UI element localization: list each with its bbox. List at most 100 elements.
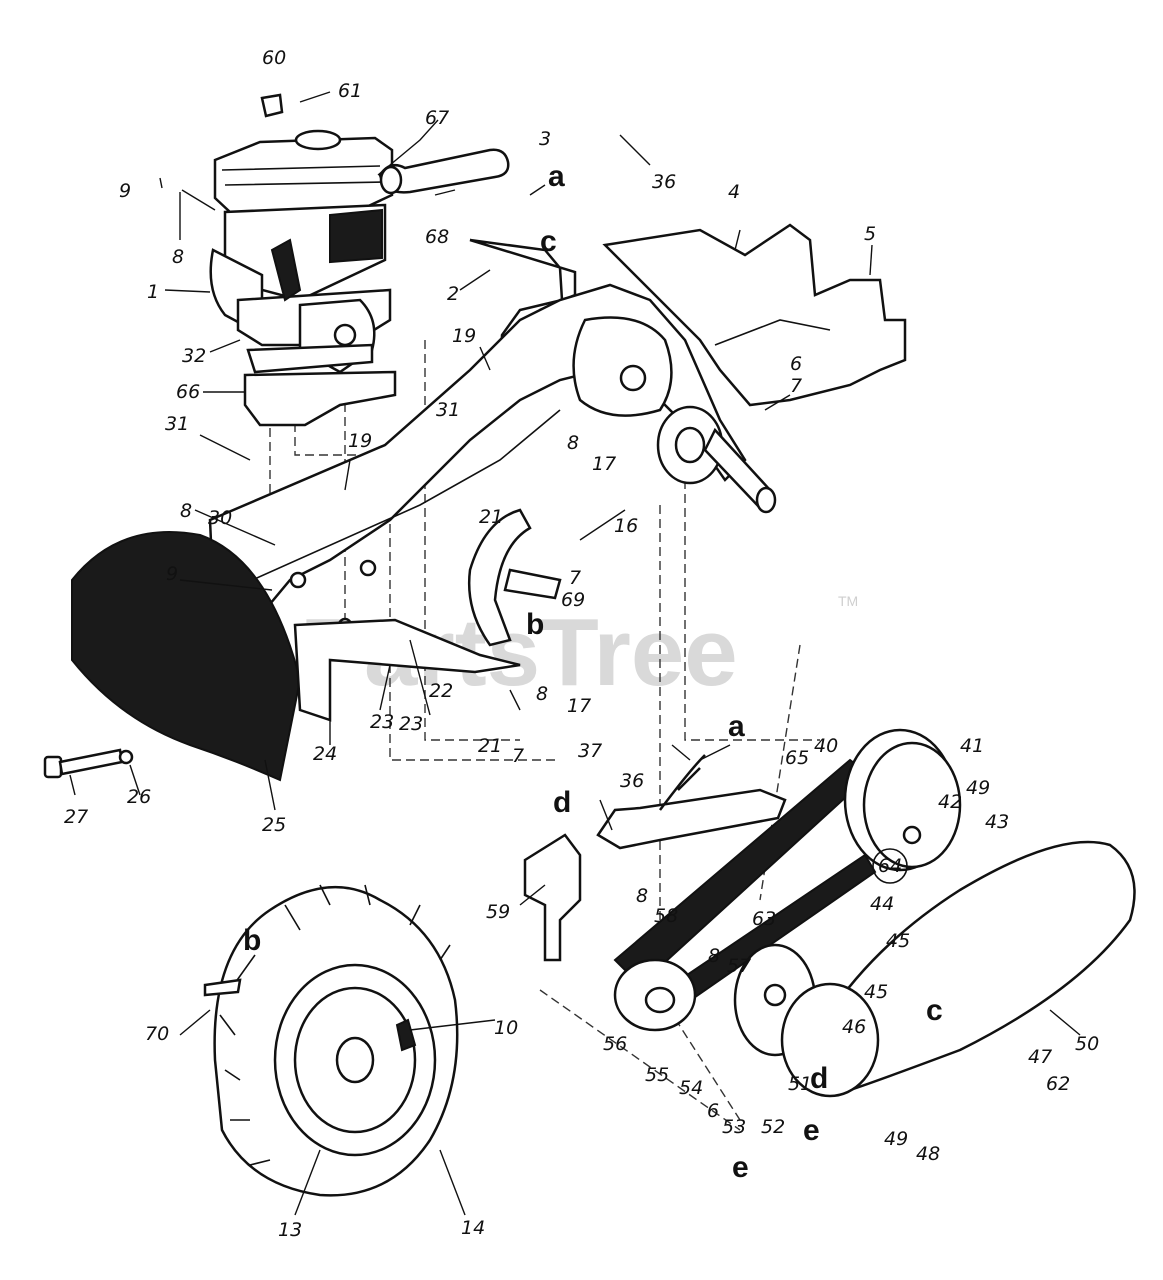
callout-a-top: a <box>548 160 565 193</box>
belt-cover <box>798 840 1136 1092</box>
callout-c-low: c <box>926 994 943 1027</box>
callout-1: 1 <box>147 281 159 303</box>
callout-42: 42 <box>938 791 962 813</box>
gas-cap <box>260 93 284 118</box>
callout-8-left: 8 <box>180 500 192 522</box>
callout-d-low: d <box>810 1062 828 1095</box>
callout-6-low: 6 <box>707 1100 719 1122</box>
callout-63: 63 <box>752 908 776 930</box>
callout-65: 65 <box>785 747 809 769</box>
callout-27: 27 <box>64 806 88 828</box>
callout-64: 64 <box>878 855 902 877</box>
callout-48: 48 <box>916 1143 940 1165</box>
callout-59: 59 <box>486 901 510 923</box>
bolt-27 <box>43 748 134 779</box>
callout-55: 55 <box>645 1064 669 1086</box>
callout-62: 62 <box>1046 1073 1070 1095</box>
callout-45-b: 45 <box>864 981 888 1003</box>
callout-e-low: e <box>732 1151 749 1184</box>
callout-10: 10 <box>494 1017 518 1039</box>
callout-17-top: 17 <box>592 453 616 475</box>
callout-40: 40 <box>814 735 838 757</box>
callout-67: 67 <box>425 107 449 129</box>
wheel-assembly <box>203 884 459 1197</box>
callout-8-top: 8 <box>172 246 184 268</box>
callout-13: 13 <box>278 1219 302 1241</box>
callout-19-left: 19 <box>348 430 372 452</box>
callout-66: 66 <box>176 381 200 403</box>
callout-47: 47 <box>1028 1046 1052 1068</box>
callout-69: 69 <box>561 589 585 611</box>
callout-64-ring <box>872 848 908 884</box>
callout-9-left: 9 <box>166 563 178 585</box>
callout-50: 50 <box>1075 1033 1099 1055</box>
callout-3: 3 <box>539 128 551 150</box>
callout-8-pulley: 8 <box>708 945 720 967</box>
callout-70: 70 <box>145 1023 169 1045</box>
callout-49-low: 49 <box>884 1128 908 1150</box>
callout-14: 14 <box>461 1217 485 1239</box>
callout-26: 26 <box>127 786 151 808</box>
callout-16: 16 <box>614 515 638 537</box>
callout-36-mid: 36 <box>620 770 644 792</box>
callout-8-mid: 8 <box>567 432 579 454</box>
callout-61: 61 <box>338 80 362 102</box>
callout-57: 57 <box>727 955 751 977</box>
callout-31-left: 31 <box>165 413 189 435</box>
callout-43: 43 <box>985 811 1009 833</box>
callout-7-low: 7 <box>512 745 524 767</box>
callout-8-clutch: 8 <box>636 885 648 907</box>
callout-56: 56 <box>603 1033 627 1055</box>
callout-c-top: c <box>540 225 557 258</box>
callout-30: 30 <box>208 507 232 529</box>
callout-58: 58 <box>654 905 678 927</box>
callout-17-low: 17 <box>567 695 591 717</box>
callout-23-a: 23 <box>370 711 394 733</box>
callout-45-a: 45 <box>886 930 910 952</box>
tiller-frame <box>208 283 747 642</box>
callout-9-top: 9 <box>119 180 131 202</box>
callout-19-top: 19 <box>452 325 476 347</box>
callout-21-top: 21 <box>479 506 503 528</box>
depth-bar-bracket <box>293 618 521 722</box>
callout-51: 51 <box>788 1073 812 1095</box>
callout-25: 25 <box>262 814 286 836</box>
rear-shield <box>602 223 907 407</box>
leader-lines <box>69 91 1081 1216</box>
callout-2: 2 <box>447 283 459 305</box>
watermark-tm: TM <box>838 593 858 609</box>
idler-arm <box>596 788 787 850</box>
cover-pulley <box>780 982 880 1098</box>
callout-d-top: d <box>553 786 571 819</box>
callout-44: 44 <box>870 893 894 915</box>
callout-49-right: 49 <box>966 777 990 799</box>
callout-53: 53 <box>722 1116 746 1138</box>
callout-7-mid: 7 <box>569 567 581 589</box>
clutch-bracket <box>523 833 582 962</box>
callout-22: 22 <box>429 680 453 702</box>
engine <box>209 129 394 374</box>
callout-37: 37 <box>578 740 602 762</box>
callout-e-pulley: e <box>803 1114 820 1147</box>
callout-41: 41 <box>960 735 984 757</box>
callout-68: 68 <box>425 226 449 248</box>
callout-labels: 60 61 67 3 a 36 9 8 68 4 5 c 2 1 32 19 6… <box>64 47 1099 1241</box>
handle-tube <box>378 148 510 194</box>
callout-52: 52 <box>761 1116 785 1138</box>
callout-a-mid: a <box>728 710 745 743</box>
callout-60: 60 <box>262 47 286 69</box>
callout-46: 46 <box>842 1016 866 1038</box>
callout-36-top: 36 <box>652 171 676 193</box>
callout-5: 5 <box>864 223 876 245</box>
callout-54: 54 <box>679 1077 703 1099</box>
callout-4: 4 <box>728 181 740 203</box>
callout-7-right: 7 <box>790 375 802 397</box>
callout-8-low: 8 <box>536 683 548 705</box>
drag-stake <box>467 508 532 647</box>
callout-32: 32 <box>182 345 206 367</box>
callout-b-mid: b <box>526 608 544 641</box>
callout-6-right: 6 <box>790 353 802 375</box>
callout-24: 24 <box>313 743 337 765</box>
drive-belt-assembly <box>613 728 962 1057</box>
